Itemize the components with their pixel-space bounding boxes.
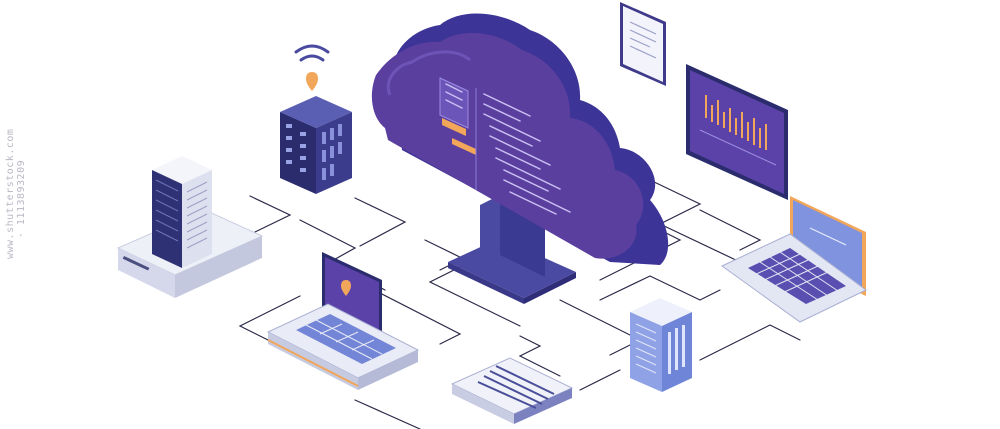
- cloud-stand: [448, 195, 576, 304]
- side-watermark: www.shutterstock.com · 1113893209: [5, 128, 27, 259]
- storage-tower-icon: [630, 298, 692, 392]
- server-tower-left: [116, 156, 264, 298]
- laptop-icon-left: [266, 252, 420, 390]
- wifi-icon: [294, 44, 330, 62]
- cloud-icon: [371, 13, 669, 266]
- tablet-icon: [620, 2, 666, 86]
- code-panel: [439, 77, 571, 215]
- location-pin-icon: [306, 72, 318, 91]
- laptop-icon-right: [721, 196, 867, 323]
- location-pin-icon: [341, 280, 351, 296]
- server-rack: [280, 44, 352, 194]
- monitor-icon: [686, 64, 788, 200]
- network-switch-icon: [450, 357, 574, 424]
